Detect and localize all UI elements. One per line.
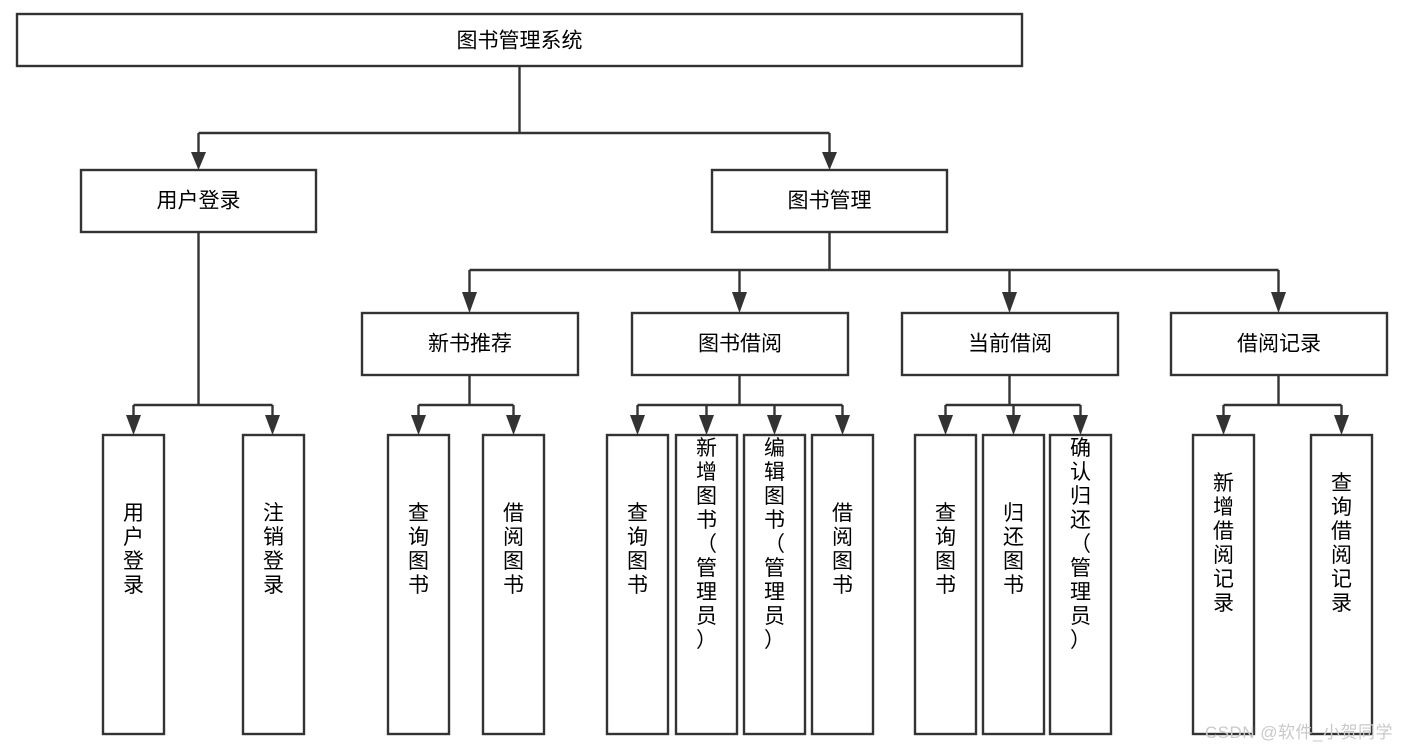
arrow-head-manage-3 <box>1002 292 1017 313</box>
arrow-head-record-1 <box>1216 415 1231 435</box>
node-new-book-recommend[interactable]: 新书推荐 <box>360 311 580 377</box>
node-user-login-box[interactable] <box>79 168 318 234</box>
node-borrow-record-box[interactable] <box>1169 311 1389 377</box>
arrow-head-current-3 <box>1073 415 1088 435</box>
leaf-newbook-borrow-box[interactable] <box>481 433 546 736</box>
node-book-management-label: 图书管理 <box>788 190 872 213</box>
leaf-record-query-label: 查询借阅记录 <box>1331 472 1352 615</box>
connector-group-book-borrow <box>630 375 850 435</box>
node-borrow-record[interactable]: 借阅记录 <box>1169 311 1389 377</box>
leaf-borrow-add-label: 新增图书（管理员） <box>696 437 717 652</box>
leaf-node[interactable]: 新增图书（管理员） <box>674 433 739 736</box>
arrow-head-borrow-3 <box>767 415 782 435</box>
leaf-logout-box[interactable] <box>241 433 306 736</box>
leaf-newbook-query-label: 查询图书 <box>408 502 429 597</box>
leaf-borrow-do-box[interactable] <box>810 433 875 736</box>
node-borrow-record-label: 借阅记录 <box>1237 333 1321 356</box>
node-new-book-recommend-box[interactable] <box>360 311 580 377</box>
node-root[interactable]: 图书管理系统 <box>15 12 1024 68</box>
node-new-book-recommend-label: 新书推荐 <box>428 333 512 356</box>
leaf-node[interactable]: 查询图书 <box>605 433 670 736</box>
leaf-node[interactable]: 查询借阅记录 <box>1309 433 1374 736</box>
arrow-head-current-2 <box>1006 415 1021 435</box>
arrow-head-root-1 <box>191 152 206 170</box>
leaf-node[interactable]: 查询图书 <box>913 433 978 736</box>
connector-group-user-login <box>126 232 280 435</box>
connector-group-book-manage <box>462 232 1286 313</box>
connector-group-new-book <box>411 375 521 435</box>
leaf-user-login-label: 用户登录 <box>123 502 144 597</box>
arrow-head-manage-2 <box>732 292 747 313</box>
leaf-node[interactable]: 用户登录 <box>101 433 166 736</box>
leaf-borrow-do-label: 借阅图书 <box>832 502 853 597</box>
leaf-newbook-query-box[interactable] <box>386 433 451 736</box>
arrow-head-newbook-2 <box>506 415 521 435</box>
arrow-head-borrow-4 <box>835 415 850 435</box>
leaf-borrow-query-label: 查询图书 <box>627 502 648 597</box>
leaf-user-login-box[interactable] <box>101 433 166 736</box>
node-book-management-box[interactable] <box>710 168 949 234</box>
leaf-newbook-borrow-label: 借阅图书 <box>503 502 524 597</box>
connector-group-root <box>191 66 837 170</box>
leaf-record-query-box[interactable] <box>1309 433 1374 736</box>
leaf-record-add-box[interactable] <box>1191 433 1256 736</box>
leaf-node[interactable]: 归还图书 <box>981 433 1046 736</box>
arrow-head-borrow-2 <box>699 415 714 435</box>
node-current-borrow[interactable]: 当前借阅 <box>900 311 1120 377</box>
leaf-borrow-add-box[interactable] <box>674 433 739 736</box>
node-book-borrow-label: 图书借阅 <box>698 333 782 356</box>
leaf-current-query-label: 查询图书 <box>935 502 956 597</box>
arrow-head-root-2 <box>822 152 837 170</box>
node-user-login[interactable]: 用户登录 <box>79 168 318 234</box>
leaf-node[interactable]: 编辑图书（管理员） <box>742 433 807 736</box>
leaf-node[interactable]: 新增借阅记录 <box>1191 433 1256 736</box>
node-user-login-label: 用户登录 <box>157 190 241 213</box>
arrow-head-newbook-1 <box>411 415 426 435</box>
node-current-borrow-box[interactable] <box>900 311 1120 377</box>
arrow-head-borrow-1 <box>630 415 645 435</box>
leaf-record-add-label: 新增借阅记录 <box>1213 472 1234 615</box>
node-book-borrow-box[interactable] <box>630 311 850 377</box>
leaf-current-return-label: 归还图书 <box>1003 502 1024 597</box>
leaf-node[interactable]: 确认归还（管理员） <box>1048 433 1113 736</box>
leaf-current-query-box[interactable] <box>913 433 978 736</box>
arrow-head-user-1 <box>126 415 141 435</box>
leaf-node[interactable]: 查询图书 <box>386 433 451 736</box>
leaf-borrow-edit-label: 编辑图书（管理员） <box>764 437 785 652</box>
leaf-current-confirm-label: 确认归还（管理员） <box>1070 437 1091 652</box>
arrow-head-manage-4 <box>1271 292 1286 313</box>
arrow-head-user-2 <box>265 415 280 435</box>
csdn-watermark: CSDN @软件_小贺同学 <box>1204 723 1393 742</box>
connector-group-current-borrow <box>938 375 1088 435</box>
leaf-logout-label: 注销登录 <box>263 502 284 597</box>
node-book-borrow[interactable]: 图书借阅 <box>630 311 850 377</box>
arrow-head-current-1 <box>938 415 953 435</box>
leaf-node[interactable]: 借阅图书 <box>810 433 875 736</box>
leaf-node[interactable]: 借阅图书 <box>481 433 546 736</box>
leaf-current-confirm-box[interactable] <box>1048 433 1113 736</box>
leaf-borrow-edit-box[interactable] <box>742 433 807 736</box>
connector-group-borrow-record <box>1216 375 1349 435</box>
arrow-head-record-2 <box>1334 415 1349 435</box>
node-root-label: 图书管理系统 <box>457 30 583 53</box>
leaf-current-return-box[interactable] <box>981 433 1046 736</box>
leaf-borrow-query-box[interactable] <box>605 433 670 736</box>
arrow-head-manage-1 <box>462 292 477 313</box>
node-root-box[interactable] <box>15 12 1024 68</box>
node-current-borrow-label: 当前借阅 <box>968 333 1052 356</box>
node-book-management[interactable]: 图书管理 <box>710 168 949 234</box>
leaf-node[interactable]: 注销登录 <box>241 433 306 736</box>
